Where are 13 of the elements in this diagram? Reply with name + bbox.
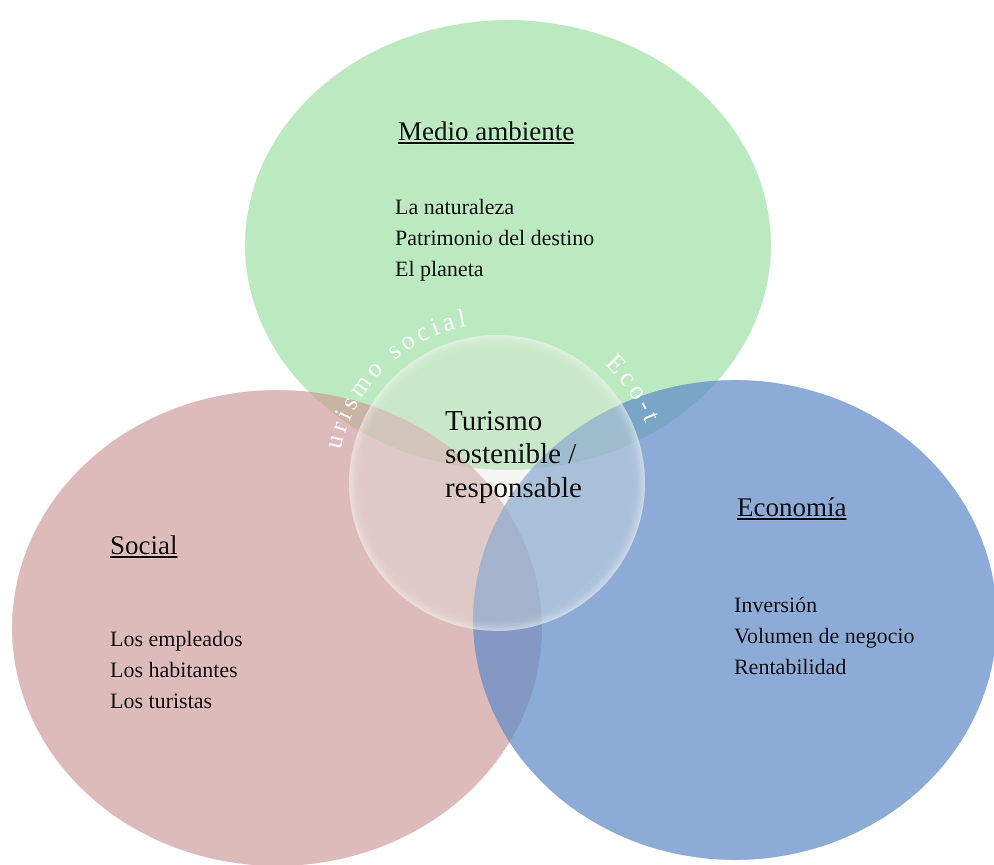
- center-label: Turismo sostenible / responsable: [445, 405, 583, 506]
- list-item: Los empleados: [110, 628, 243, 650]
- list-item: Los habitantes: [110, 659, 238, 681]
- list-item: Los turistas: [110, 690, 212, 712]
- circle-heading: Economía: [737, 492, 846, 523]
- list-item: Volumen de negocio: [734, 625, 914, 647]
- list-item: Inversión: [734, 594, 818, 616]
- circle-heading: Medio ambiente: [398, 116, 574, 147]
- list-item: Patrimonio del destino: [395, 227, 594, 249]
- list-item: La naturaleza: [395, 196, 514, 218]
- list-item: Rentabilidad: [734, 656, 846, 678]
- list-item: El planeta: [395, 258, 484, 280]
- circle-heading: Social: [110, 530, 178, 561]
